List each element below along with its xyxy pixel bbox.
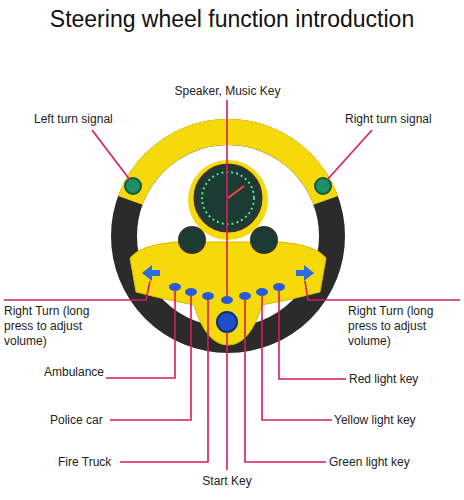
callout-label: Start Key [177, 474, 277, 489]
speedometer [195, 165, 261, 231]
callout-label: Right Turn (long press to adjust volume) [348, 304, 462, 349]
key-button [169, 283, 181, 291]
leader-line [4, 281, 150, 300]
side-gauge [179, 227, 205, 253]
speedometer-needle [228, 186, 244, 198]
callout-label: Police car [50, 413, 150, 428]
leader-line [226, 332, 228, 470]
callout-label: Ambulance [44, 365, 144, 380]
leader-line [92, 130, 130, 180]
leader-line [120, 300, 208, 462]
key-button [273, 283, 285, 291]
leader-line [327, 130, 372, 180]
key-button [239, 292, 251, 300]
gauge-housing [188, 160, 268, 240]
speedometer-ticks [202, 172, 254, 224]
callout-label: Red light key [349, 372, 461, 387]
leader-line [106, 291, 175, 378]
leader-line [262, 296, 332, 420]
callout-label: Fire Truck [58, 455, 158, 470]
leader-line [305, 281, 460, 300]
right-turn-button [315, 178, 331, 194]
leader-line [245, 300, 326, 462]
leader-line [110, 296, 191, 420]
callout-label: Right turn signal [345, 112, 463, 127]
key-button [185, 288, 197, 296]
key-button [256, 288, 268, 296]
left-turn-button [125, 178, 141, 194]
leader-line [226, 100, 228, 296]
callout-label: Right Turn (long press to adjust volume) [4, 304, 108, 349]
wheel-hub [130, 242, 326, 345]
arrow-button [142, 265, 160, 281]
callout-label: Yellow light key [334, 413, 462, 428]
callout-label: Green light key [329, 455, 461, 470]
diagram-title: Steering wheel function introduction [0, 6, 464, 33]
start-key [217, 312, 237, 332]
side-gauge [251, 227, 277, 253]
arrow-button [296, 265, 314, 281]
leader-line [279, 291, 346, 379]
callout-label: Speaker, Music Key [150, 84, 305, 99]
callout-label: Left turn signal [34, 112, 154, 127]
key-button [202, 292, 214, 300]
key-button [221, 296, 233, 304]
